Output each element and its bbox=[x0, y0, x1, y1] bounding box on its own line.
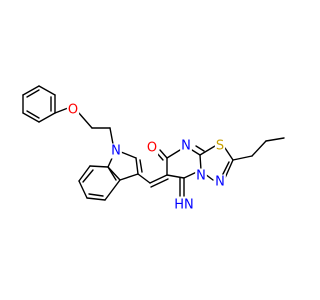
atom-label-n-bridge: N bbox=[196, 169, 206, 184]
atom-label-o-carbonyl: O bbox=[147, 141, 157, 156]
atom-label-s-ring: S bbox=[216, 139, 224, 154]
atom-label-background bbox=[214, 174, 226, 190]
molecule-drawing: O N O N S N N HN bbox=[22, 85, 285, 213]
atom-label-n-ring-top: N bbox=[181, 139, 191, 154]
atom-label-background bbox=[110, 143, 122, 159]
atom-label-background bbox=[66, 102, 80, 118]
atom-label-nh-imine: HN bbox=[174, 198, 194, 213]
atom-label-n-indole: N bbox=[111, 144, 121, 159]
propyl-chain bbox=[232, 137, 285, 161]
atom-label-background bbox=[195, 168, 207, 184]
atom-label-background bbox=[145, 140, 159, 156]
atom-labels: O N O N S N N HN bbox=[66, 102, 226, 213]
atom-label-o-ether: O bbox=[68, 103, 78, 118]
atom-label-background bbox=[214, 138, 226, 154]
phenyl-ring bbox=[22, 85, 56, 123]
atom-label-background bbox=[173, 197, 195, 213]
atom-label-background bbox=[180, 138, 192, 154]
pyrimidine-ring bbox=[155, 145, 205, 197]
indole-ring bbox=[78, 151, 143, 201]
phenoxyethyl-chain bbox=[54, 107, 114, 145]
methylidene-linker bbox=[137, 173, 169, 188]
atom-label-n-triazole: N bbox=[215, 175, 225, 190]
structure-diagram: O N O N S N N HN bbox=[22, 85, 285, 213]
